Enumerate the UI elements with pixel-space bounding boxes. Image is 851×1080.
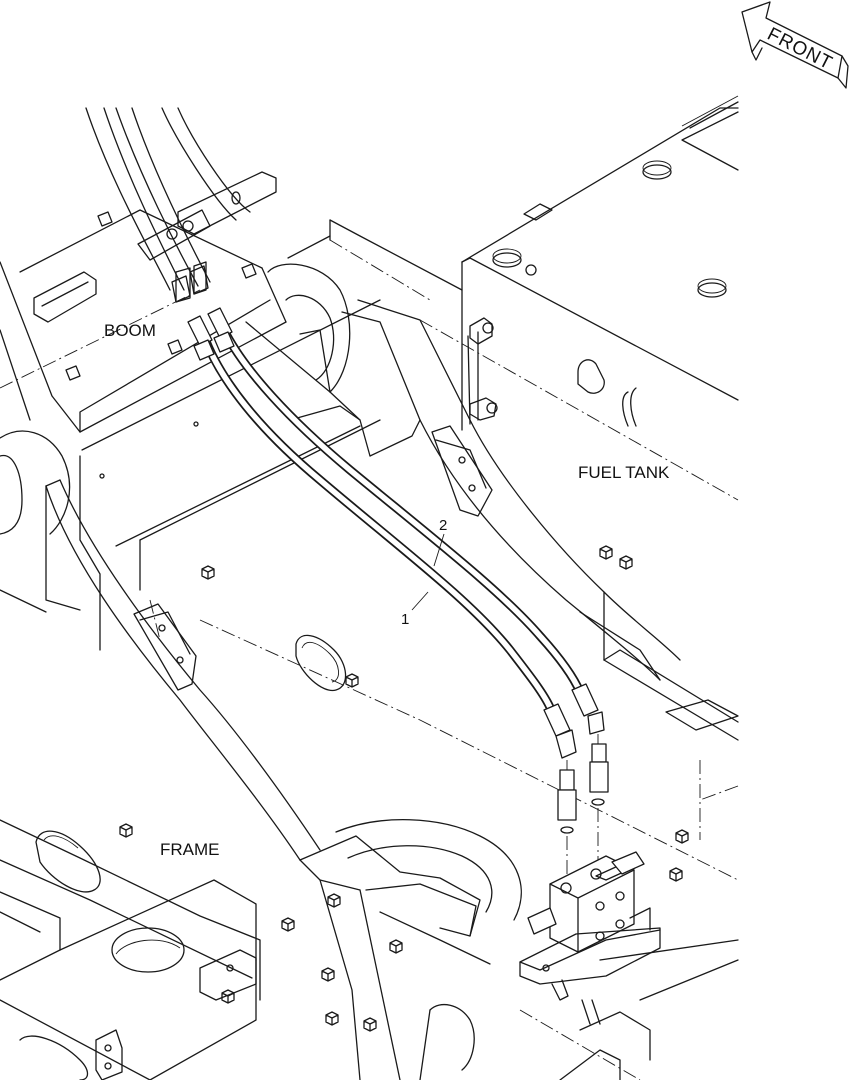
front-arrow: FRONT: [741, 1, 849, 89]
hose-2: [219, 325, 585, 697]
boom: [0, 107, 381, 479]
valve-block: [519, 851, 661, 1001]
frame-lower: [0, 819, 739, 1080]
boom-bolts: [65, 211, 257, 381]
boom-pivot: [0, 219, 463, 613]
upper-hose-fittings: [171, 265, 235, 361]
hose-1: [199, 331, 557, 717]
frame-bolts: [119, 545, 689, 1032]
boom-label: BOOM: [104, 321, 156, 340]
frame-upper: [45, 299, 739, 881]
fuel-tank-label: FUEL TANK: [578, 463, 670, 482]
fuel-tank: [419, 95, 739, 840]
frame-label: FRAME: [160, 840, 220, 859]
callout-1-number: 1: [401, 611, 409, 628]
lower-hose-fittings: [543, 683, 609, 880]
callout-2-number: 2: [439, 517, 447, 534]
callout-hose-2: 2: [433, 517, 447, 567]
callout-hose-1: 1: [401, 591, 429, 628]
